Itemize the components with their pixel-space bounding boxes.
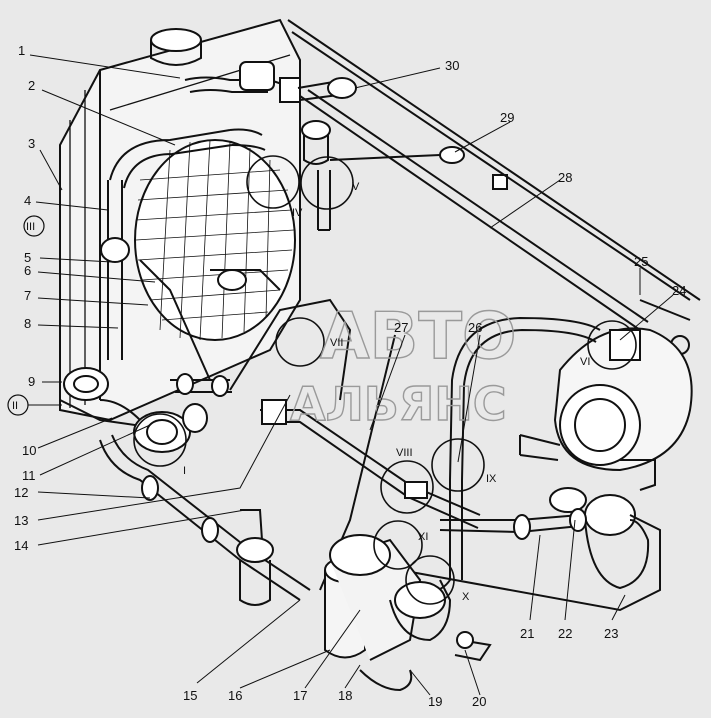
- roman-III: III: [26, 221, 35, 233]
- detail-circle-IV: [246, 155, 300, 209]
- callout-9: 9: [28, 374, 35, 389]
- callout-27: 27: [394, 320, 408, 335]
- detail-circle-I: [133, 413, 187, 467]
- callout-15: 15: [183, 688, 197, 703]
- callout-8: 8: [24, 316, 31, 331]
- detail-circles: [133, 155, 637, 605]
- roman-V: V: [352, 181, 360, 193]
- roman-VII: VII: [330, 337, 343, 349]
- callout-2: 2: [28, 78, 35, 93]
- blower-unit: [399, 487, 661, 612]
- callout-29: 29: [500, 110, 514, 125]
- callout-12: 12: [14, 485, 28, 500]
- watermark: АВТО АЛЬЯНС: [289, 299, 517, 431]
- callout-18: 18: [338, 688, 352, 703]
- callout-28: 28: [558, 170, 572, 185]
- roman-IV: IV: [292, 207, 303, 219]
- callout-16: 16: [228, 688, 242, 703]
- callout-20: 20: [472, 694, 486, 709]
- fan-mesh: [135, 139, 295, 341]
- callout-23: 23: [604, 626, 618, 641]
- callout-22: 22: [558, 626, 572, 641]
- callout-5: 5: [24, 250, 31, 265]
- callouts: 1 2 3 4 5 6 7 8 9 10 11 12 13 14 15 16 1…: [14, 43, 686, 709]
- callout-14: 14: [14, 538, 28, 553]
- heater-unit: [519, 327, 693, 491]
- callout-10: 10: [22, 443, 36, 458]
- roman-II: II: [12, 400, 18, 412]
- callout-19: 19: [428, 694, 442, 709]
- detail-circle-XI: [373, 520, 423, 570]
- detail-circle-X: [405, 555, 455, 605]
- watermark-line2: АЛЬЯНС: [290, 377, 507, 431]
- lower-hoses: [99, 260, 601, 606]
- detail-circle-IX: [431, 438, 485, 492]
- detail-circle-VII: [275, 317, 325, 367]
- detail-circle-VIII: [380, 460, 434, 514]
- roman-X: X: [462, 591, 470, 603]
- detail-circle-VI: [587, 320, 637, 370]
- callout-4: 4: [24, 193, 31, 208]
- callout-24: 24: [672, 283, 686, 298]
- roman-I: I: [183, 465, 186, 477]
- watermark-line1: АВТО: [320, 300, 516, 374]
- roman-labels: I II III IV V VI VII VIII IX X XI: [7, 181, 590, 603]
- callout-21: 21: [520, 626, 534, 641]
- callout-30: 30: [445, 58, 459, 73]
- callout-7: 7: [24, 288, 31, 303]
- callout-6: 6: [24, 263, 31, 278]
- callout-3: 3: [28, 136, 35, 151]
- roman-VI: VI: [580, 356, 590, 368]
- callout-17: 17: [293, 688, 307, 703]
- callout-25: 25: [634, 254, 648, 269]
- lower-left-fittings: [59, 259, 281, 453]
- callout-13: 13: [14, 513, 28, 528]
- roman-IX: IX: [486, 473, 497, 485]
- radiator-assembly: [59, 18, 301, 422]
- callout-1: 1: [18, 43, 25, 58]
- fuel-filters: [324, 534, 492, 692]
- detail-circle-V: [300, 156, 354, 210]
- callout-26: 26: [468, 320, 482, 335]
- leader-lines: [29, 54, 674, 696]
- callout-11: 11: [22, 468, 36, 483]
- roman-VIII: VIII: [396, 447, 413, 459]
- roman-XI: XI: [418, 531, 428, 543]
